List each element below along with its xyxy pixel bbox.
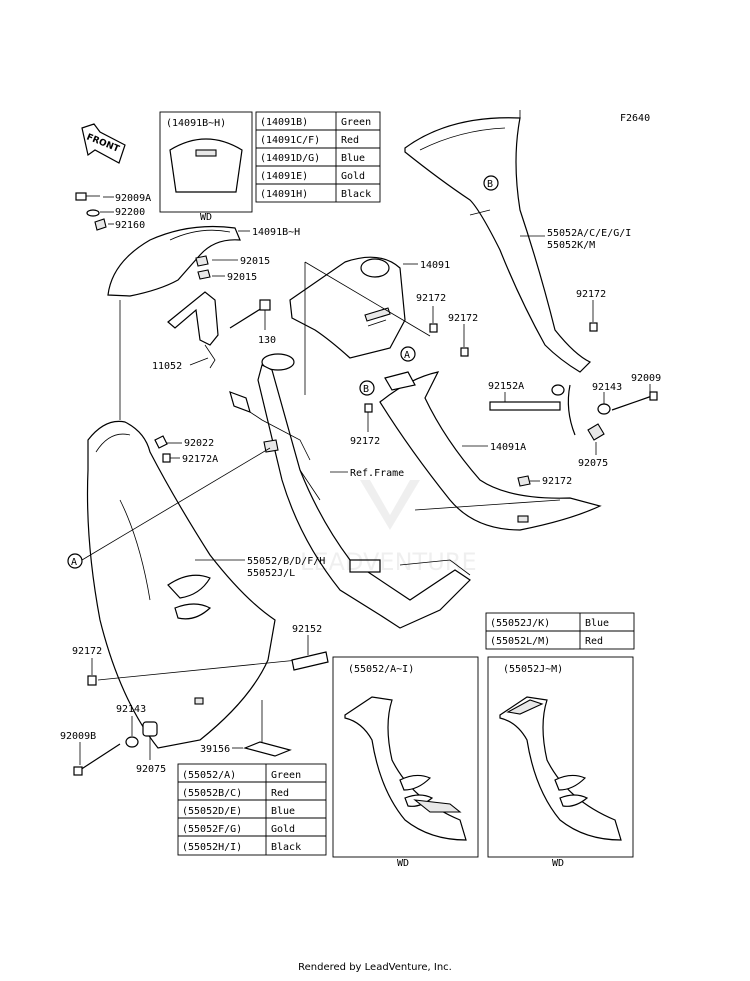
label-39156: 39156 — [200, 744, 230, 755]
label-92075-r: 92075 — [578, 458, 608, 469]
table-row-color: Red — [271, 788, 289, 799]
table-row-color: Black — [341, 189, 371, 200]
bolt-assembly-right — [489, 384, 658, 441]
color-table-55052: (55052/A) Green (55052B/C) Red (55052D/E… — [177, 763, 327, 856]
label-92022: 92022 — [184, 438, 214, 449]
fastener-group-right — [429, 300, 598, 357]
table-row-code: (14091C/F) — [260, 135, 320, 146]
label-92015-b: 92015 — [227, 272, 257, 283]
table-row-color: Green — [341, 117, 371, 128]
label-92172A: 92172A — [182, 454, 218, 465]
label-92009B: 92009B — [60, 731, 96, 742]
inset-left-title: (55052/A~I) — [348, 664, 414, 675]
color-table-55052JM: (55052J/K) Blue (55052L/M) Red — [485, 612, 635, 650]
left-side-cover-part — [86, 420, 276, 749]
label-92172-lb: 92172 — [72, 646, 102, 657]
wd-label-top: WD — [200, 212, 212, 223]
callout-a-circle-mid — [400, 346, 416, 362]
label-92152: 92152 — [292, 624, 322, 635]
label-92160: 92160 — [115, 220, 145, 231]
callout-b-circle — [483, 175, 499, 191]
table-top-header: (14091B~H) — [166, 118, 226, 129]
right-side-cover-part — [404, 117, 592, 373]
table-row-color: Gold — [271, 824, 295, 835]
label-92172-m1: 92172 — [416, 293, 446, 304]
table-row-code: (55052F/G) — [182, 824, 242, 835]
label-92172-r1: 92172 — [576, 289, 606, 300]
table-row-code: (14091D/G) — [260, 153, 320, 164]
label-130: 130 — [258, 335, 276, 346]
bracket-part — [167, 291, 271, 369]
color-table-14091: (14091B~H) WD (14091B) Green (14091C/F) … — [159, 111, 381, 223]
label-92200: 92200 — [115, 207, 145, 218]
label-92172-m2: 92172 — [448, 313, 478, 324]
table-row-color: Gold — [341, 171, 365, 182]
label-92075-l: 92075 — [136, 764, 166, 775]
label-92172-b: 92172 — [542, 476, 572, 487]
label-11052: 11052 — [152, 361, 182, 372]
table-row-code: (14091B) — [260, 117, 308, 128]
inner-cover-part — [289, 256, 406, 359]
label-55052A: 55052A/C/E/G/I — [547, 228, 631, 239]
table-row-color: Blue — [341, 153, 365, 164]
table-row-code: (14091H) — [260, 189, 308, 200]
callout-a-left: A — [71, 557, 77, 568]
table-row-code: (55052J/K) — [490, 618, 550, 629]
label-ref-frame: Ref.Frame — [350, 468, 404, 479]
front-arrow-icon: FRONT — [81, 123, 126, 164]
upper-front-cover-part — [107, 225, 241, 297]
table-row-code: (55052H/I) — [182, 842, 242, 853]
table-row-color: Green — [271, 770, 301, 781]
footer-credit: Rendered by LeadVenture, Inc. — [298, 962, 452, 973]
inset-55052A-I: (55052/A~I) WD — [332, 656, 479, 869]
label-14091: 14091 — [420, 260, 450, 271]
label-92143-l: 92143 — [116, 704, 146, 715]
spacer-92152 — [291, 651, 329, 671]
label-92152A: 92152A — [488, 381, 524, 392]
label-14091B-H: 14091B~H — [252, 227, 300, 238]
table-row-code: (55052D/E) — [182, 806, 242, 817]
callout-a-mid: A — [404, 350, 410, 361]
table-row-color: Red — [341, 135, 359, 146]
table-row-code: (14091E) — [260, 171, 308, 182]
label-92172-l: 92172 — [350, 436, 380, 447]
table-row-color: Blue — [585, 618, 609, 629]
fastener-group-top-left — [75, 192, 114, 231]
table-row-color: Blue — [271, 806, 295, 817]
callout-a-circle-left — [67, 553, 83, 569]
label-14091A: 14091A — [490, 442, 526, 453]
label-55052B: 55052/B/D/F/H — [247, 556, 325, 567]
callout-b-mid: B — [363, 384, 369, 395]
label-92143-r: 92143 — [592, 382, 622, 393]
label-92015-a: 92015 — [240, 256, 270, 267]
table-row-code: (55052/A) — [182, 770, 236, 781]
wd-label-inset-left: WD — [397, 858, 409, 869]
callout-b-circle-mid — [359, 380, 375, 396]
table-row-color: Red — [585, 636, 603, 647]
callout-b: B — [487, 179, 493, 190]
label-92009-r: 92009 — [631, 373, 661, 384]
table-row-color: Black — [271, 842, 301, 853]
table-row-code: (55052L/M) — [490, 636, 550, 647]
table-row-code: (55052B/C) — [182, 788, 242, 799]
leg-shield-part — [379, 371, 602, 531]
inset-right-title: (55052J~M) — [503, 664, 563, 675]
label-92009A: 92009A — [115, 193, 151, 204]
frame-part — [229, 353, 471, 629]
diagram-code: F2640 — [620, 113, 650, 124]
inset-55052J-M: (55052J~M) WD — [487, 656, 634, 869]
label-55052K: 55052K/M — [547, 240, 595, 251]
pad-39156 — [243, 741, 292, 757]
label-55052J: 55052J/L — [247, 568, 295, 579]
wd-label-inset-right: WD — [552, 858, 564, 869]
